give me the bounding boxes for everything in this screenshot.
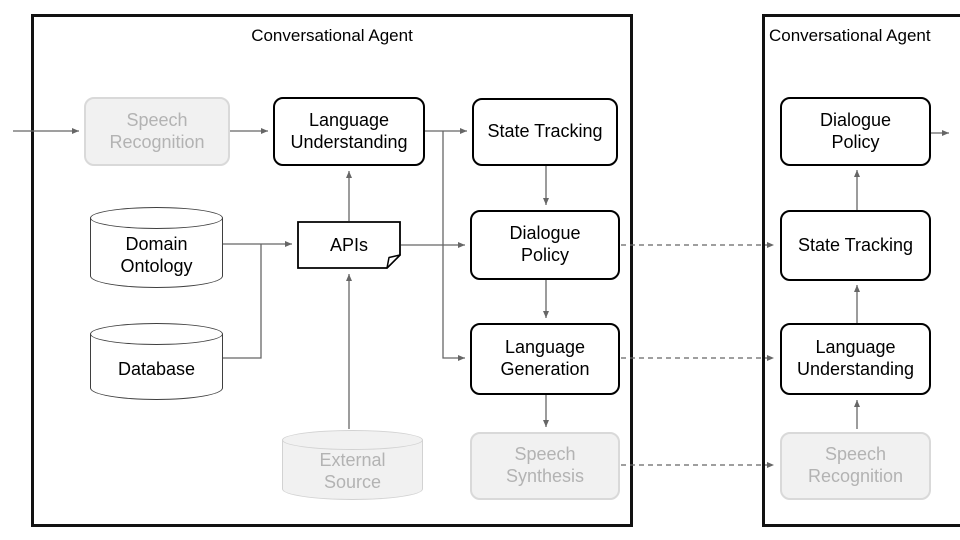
right-node-speech-recognition: Speech Recognition (780, 432, 931, 500)
left-node-state-tracking: State Tracking (472, 98, 618, 166)
left-node-dialogue-policy: Dialogue Policy (470, 210, 620, 280)
left-node-speech-recognition: Speech Recognition (84, 97, 230, 166)
cylinder-label: External Source (319, 450, 386, 492)
right-node-language-understanding: Language Understanding (780, 323, 931, 395)
left-node-external-source: External Source (282, 430, 423, 500)
right-node-state-tracking: State Tracking (780, 210, 931, 281)
cylinder-body (90, 334, 223, 400)
right-node-dialogue-policy: Dialogue Policy (780, 97, 931, 166)
left-node-apis: APIs (297, 221, 401, 269)
right-agent-container: Conversational Agent (762, 14, 960, 527)
cylinder-label: Database (117, 358, 196, 379)
left-node-speech-synthesis: Speech Synthesis (470, 432, 620, 500)
right-agent-title: Conversational Agent (769, 26, 931, 45)
document-shape (297, 221, 401, 269)
cylinder-top (90, 323, 223, 345)
cylinder-body (90, 218, 223, 288)
left-node-language-generation: Language Generation (470, 323, 620, 395)
document-fold-corner (386, 254, 401, 269)
cylinder-body (282, 440, 423, 500)
cylinder-top (90, 207, 223, 229)
left-node-domain-ontology: Domain Ontology (90, 207, 223, 288)
left-agent-title: Conversational Agent (251, 26, 413, 45)
left-node-database: Database (90, 323, 223, 400)
left-node-language-understanding: Language Understanding (273, 97, 425, 166)
cylinder-top (282, 430, 423, 450)
cylinder-label: Domain Ontology (120, 233, 193, 276)
document-label: APIs (329, 234, 368, 255)
left-agent-container: Conversational Agent (31, 14, 633, 527)
